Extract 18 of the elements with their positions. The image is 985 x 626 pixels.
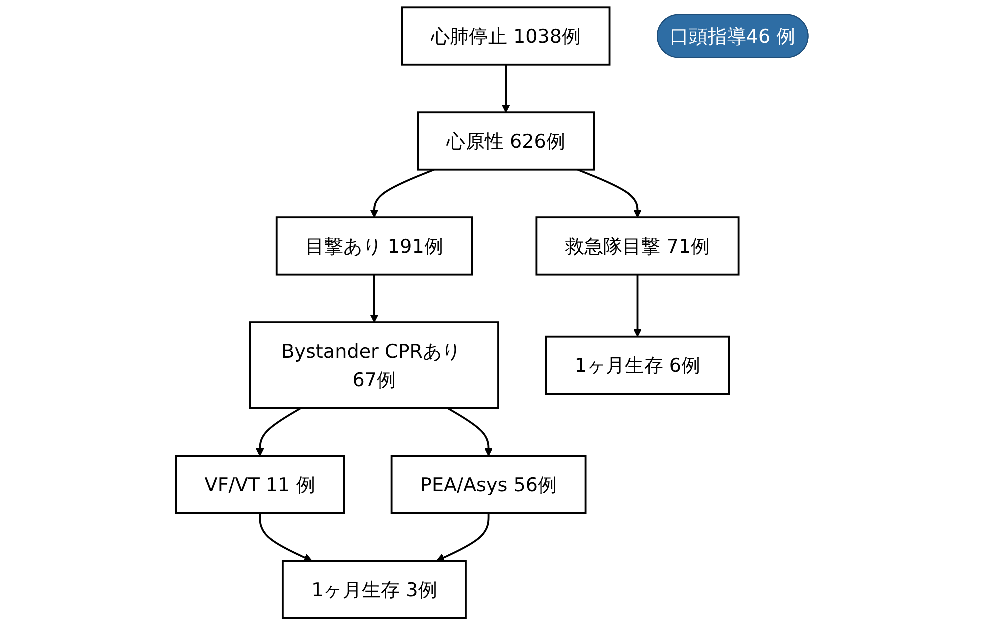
node-box: 目撃あり 191例 [276, 216, 474, 276]
arrow [634, 274, 642, 338]
arrow [370, 168, 435, 218]
node-box: VF/VT 11 例 [175, 455, 346, 514]
node-box: 1ヶ月生存 3例 [282, 560, 468, 620]
arrow [436, 513, 490, 562]
node-box: 1ヶ月生存 6例 [546, 336, 730, 396]
arrow [448, 408, 494, 457]
arrow [256, 408, 302, 457]
node-box: 心原性 626例 [417, 112, 596, 171]
arrow [370, 274, 379, 323]
node-box: 心肺停止 1038例 [402, 6, 611, 66]
node-box: 救急隊目撃 71例 [536, 216, 740, 276]
arrow [259, 513, 313, 562]
arrow [502, 64, 511, 113]
node-box: Bystander CPRあり 67例 [250, 322, 500, 410]
node-box: PEA/Asys 56例 [391, 455, 588, 514]
arrow [578, 168, 642, 218]
